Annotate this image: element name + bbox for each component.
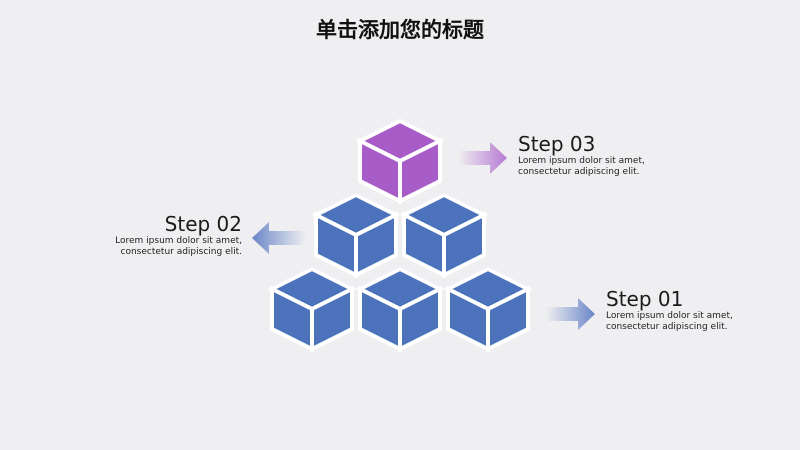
step-02-line1: Lorem ipsum dolor sit amet, <box>115 236 242 246</box>
arrow-step-01 <box>546 298 595 330</box>
arrow-step-02 <box>252 222 306 254</box>
step-01: Step 01 Lorem ipsum dolor sit amet, cons… <box>606 287 733 333</box>
cube-top <box>355 118 445 205</box>
cube-bottom-right <box>443 266 533 353</box>
cube-bottom-left <box>267 266 357 353</box>
cube-middle-right <box>399 192 489 279</box>
cube-bottom-center <box>355 266 445 353</box>
page-title: 单击添加您的标题 <box>316 18 484 42</box>
arrow-step-03 <box>458 142 507 174</box>
step-01-title: Step 01 <box>606 287 684 311</box>
step-03-line2: consectetur adipiscing elit. <box>518 167 640 177</box>
step-01-line2: consectetur adipiscing elit. <box>606 322 728 332</box>
step-02: Step 02 Lorem ipsum dolor sit amet, cons… <box>96 212 242 258</box>
cube-middle-right-right-face <box>442 211 486 279</box>
step-01-line1: Lorem ipsum dolor sit amet, <box>606 311 733 321</box>
cube-middle-left-right-face <box>354 211 398 279</box>
step-02-line2: consectetur adipiscing elit. <box>120 247 242 257</box>
cube-bottom-left-right-face <box>310 285 354 353</box>
cube-middle-left <box>311 192 401 279</box>
step-03-line1: Lorem ipsum dolor sit amet, <box>518 156 645 166</box>
step-03-title: Step 03 <box>518 132 596 156</box>
step-02-title: Step 02 <box>164 212 242 236</box>
cube-bottom-center-right-face <box>398 285 442 353</box>
cube-top-right-face <box>398 137 442 205</box>
cube-bottom-right-right-face <box>486 285 530 353</box>
step-03: Step 03 Lorem ipsum dolor sit amet, cons… <box>518 132 645 178</box>
